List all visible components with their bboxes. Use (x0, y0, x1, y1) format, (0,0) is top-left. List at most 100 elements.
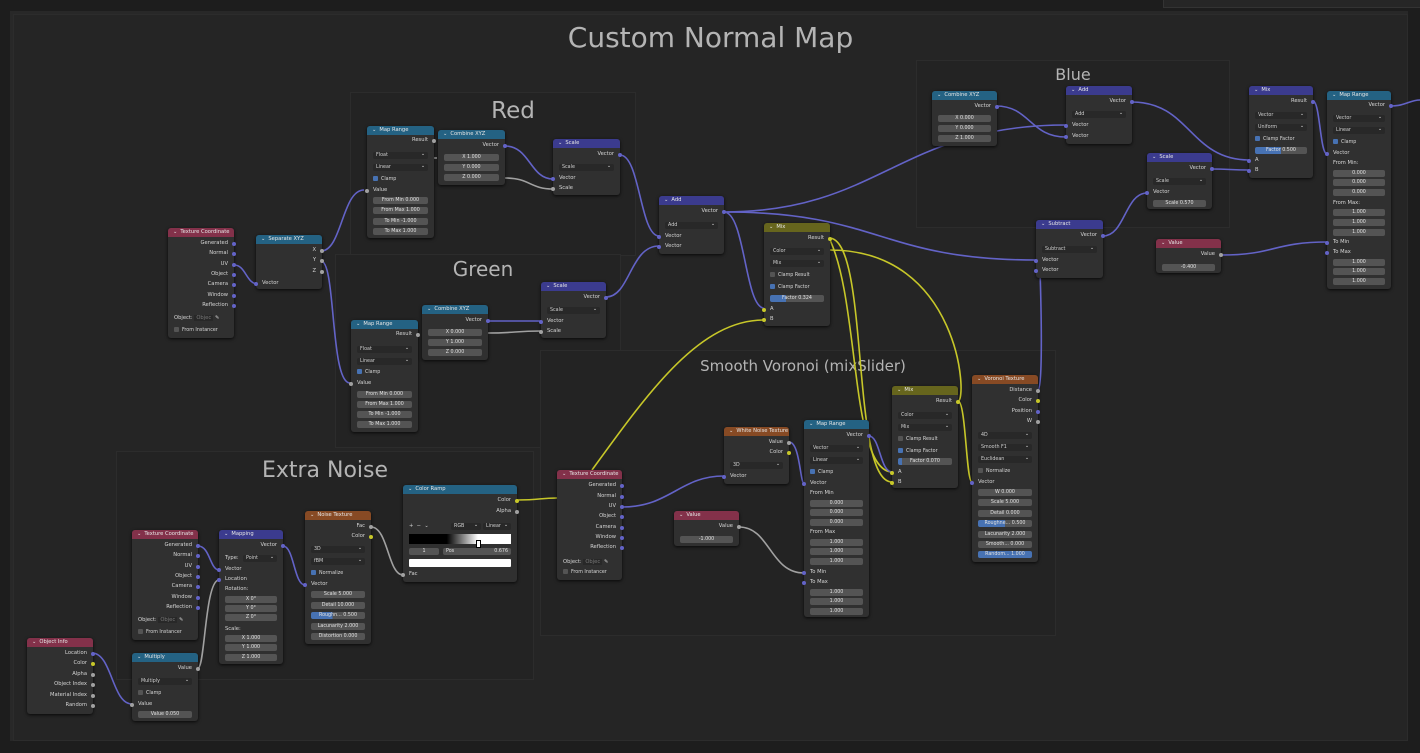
socket[interactable] (802, 482, 806, 486)
x-field[interactable]: X 0.000 (938, 115, 991, 122)
socket[interactable] (1036, 410, 1040, 414)
socket[interactable] (232, 283, 236, 287)
value-node[interactable]: ⌄Value Value -1.000 (674, 511, 741, 546)
socket[interactable] (551, 177, 555, 181)
map-range-node[interactable]: ⌄Map Range Result Float Linear Clamp Val… (349, 320, 420, 432)
from-max-x[interactable]: 1.000 (810, 539, 863, 546)
z-field[interactable]: Z 0.000 (428, 349, 482, 356)
socket[interactable] (1325, 251, 1329, 255)
chevron-down-icon[interactable]: ⌄ (443, 131, 448, 137)
socket[interactable] (281, 544, 285, 548)
feature-dropdown[interactable]: Smooth F1 (978, 443, 1032, 451)
node-header[interactable]: ⌄Multiply (132, 653, 198, 662)
clamp-factor-checkbox[interactable]: Clamp Factor (1255, 136, 1295, 143)
socket[interactable] (401, 573, 405, 577)
smoothness-field[interactable]: Smooth... 0.000 (978, 541, 1032, 548)
to-min-field[interactable]: To Min -1.000 (357, 411, 412, 418)
z-field[interactable]: Z 1.000 (938, 135, 991, 142)
add-node[interactable]: ⌄Add Vector Add Vector Vector (657, 196, 726, 254)
factor-slider[interactable]: Factor 0.500 (1255, 147, 1307, 154)
socket[interactable] (196, 575, 200, 579)
multiply-node[interactable]: ⌄Multiply Value Multiply Clamp Value Val… (130, 653, 200, 721)
detail-field[interactable]: Detail 10.000 (311, 602, 365, 609)
socket[interactable] (620, 546, 624, 550)
map-range-node[interactable]: ⌄Map Range Vector Vector Linear Clamp Ve… (802, 420, 871, 617)
chevron-down-icon[interactable]: ⌄ (408, 486, 413, 492)
operation-dropdown[interactable]: Scale (547, 306, 600, 314)
chevron-down-icon[interactable]: ⌄ (1152, 154, 1157, 160)
from-min-z[interactable]: 0.000 (810, 519, 863, 526)
node-header[interactable]: ⌄Subtract (1036, 220, 1103, 229)
noise-texture-node[interactable]: ⌄Noise Texture Fac Color 3D fBM Normaliz… (303, 511, 373, 644)
socket[interactable] (196, 585, 200, 589)
scale-field[interactable]: Scale 5.000 (978, 499, 1032, 506)
combine-xyz-node[interactable]: ⌄Combine XYZ Vector X 0.000 Y 1.000 Z 0.… (422, 305, 490, 360)
interpolation-dropdown[interactable]: Linear (373, 163, 428, 171)
socket[interactable] (320, 249, 324, 253)
socket[interactable] (618, 153, 622, 157)
scale-node[interactable]: ⌄Scale Vector Scale Vector Scale (551, 139, 622, 195)
to-max-field[interactable]: To Max 1.000 (373, 228, 428, 235)
chevron-down-icon[interactable]: ⌄ (32, 639, 37, 645)
node-header[interactable]: ⌄Combine XYZ (422, 305, 488, 314)
socket[interactable] (737, 525, 741, 529)
rotation-y[interactable]: Y 0° (225, 605, 277, 612)
from-max-field[interactable]: From Max 1.000 (357, 401, 412, 408)
mix-node[interactable]: ⌄Mix Result Color Mix Clamp Result Clamp… (762, 223, 832, 326)
socket[interactable] (196, 565, 200, 569)
socket[interactable] (620, 505, 624, 509)
socket[interactable] (515, 499, 519, 503)
chevron-down-icon[interactable]: ⌄ (137, 654, 142, 660)
scale-x[interactable]: X 1.000 (225, 635, 277, 642)
to-min-field[interactable]: To Min -1.000 (373, 218, 428, 225)
node-header[interactable]: ⌄Scale (541, 282, 606, 291)
socket[interactable] (196, 554, 200, 558)
eyedropper-icon[interactable]: ✎ (603, 559, 609, 565)
roughness-slider[interactable]: Roughn... 0.500 (311, 612, 365, 619)
socket[interactable] (762, 318, 766, 322)
node-header[interactable]: ⌄Texture Coordinate (168, 228, 234, 237)
operation-dropdown[interactable]: Add (665, 221, 718, 229)
eyedropper-icon[interactable]: ✎ (178, 617, 184, 623)
socket[interactable] (303, 583, 307, 587)
socket[interactable] (1034, 259, 1038, 263)
normalize-checkbox[interactable]: Normalize (978, 468, 1010, 475)
socket[interactable] (1247, 159, 1251, 163)
from-max-z[interactable]: 1.000 (1333, 229, 1385, 236)
z-field[interactable]: Z 0.000 (444, 174, 499, 181)
from-min-x[interactable]: 0.000 (810, 500, 863, 507)
value-node[interactable]: ⌄Value Value -0.400 (1156, 239, 1223, 273)
object-picker[interactable]: Objec (158, 617, 178, 623)
voronoi-texture-node[interactable]: ⌄Voronoi Texture Distance Color Position… (970, 375, 1040, 562)
socket[interactable] (515, 510, 519, 514)
clamp-checkbox[interactable]: Clamp (373, 176, 396, 183)
chevron-down-icon[interactable]: ⌄ (424, 523, 429, 529)
scale-field[interactable]: Scale 5.000 (311, 591, 365, 598)
socket[interactable] (620, 536, 624, 540)
chevron-down-icon[interactable]: ⌄ (137, 531, 142, 537)
chevron-down-icon[interactable]: ⌄ (1071, 87, 1076, 93)
chevron-down-icon[interactable]: ⌄ (372, 127, 377, 133)
rotation-x[interactable]: X 0° (225, 596, 277, 603)
node-header[interactable]: ⌄Object Info (27, 638, 93, 647)
chevron-down-icon[interactable]: ⌄ (664, 197, 669, 203)
socket[interactable] (1389, 104, 1393, 108)
node-header[interactable]: ⌄Value (674, 511, 739, 520)
node-header[interactable]: ⌄Mix (892, 386, 958, 395)
node-header[interactable]: ⌄Scale (553, 139, 620, 148)
combine-xyz-node[interactable]: ⌄Combine XYZ Vector X 1.000 Y 0.000 Z 0.… (438, 130, 507, 185)
node-header[interactable]: ⌄Mix (764, 223, 830, 232)
chevron-down-icon[interactable]: ⌄ (1041, 221, 1046, 227)
chevron-down-icon[interactable]: ⌄ (1332, 92, 1337, 98)
socket[interactable] (320, 259, 324, 263)
from-max-field[interactable]: From Max 1.000 (373, 207, 428, 214)
socket[interactable] (91, 652, 95, 656)
from-instancer-checkbox[interactable]: From Instancer (138, 629, 182, 636)
lacunarity-field[interactable]: Lacunarity 2.000 (978, 531, 1032, 538)
socket[interactable] (503, 144, 507, 148)
socket[interactable] (232, 263, 236, 267)
data-type-dropdown[interactable]: Vector (1255, 111, 1307, 119)
noise-type-dropdown[interactable]: fBM (311, 557, 365, 565)
node-header[interactable]: ⌄Texture Coordinate (132, 530, 198, 539)
